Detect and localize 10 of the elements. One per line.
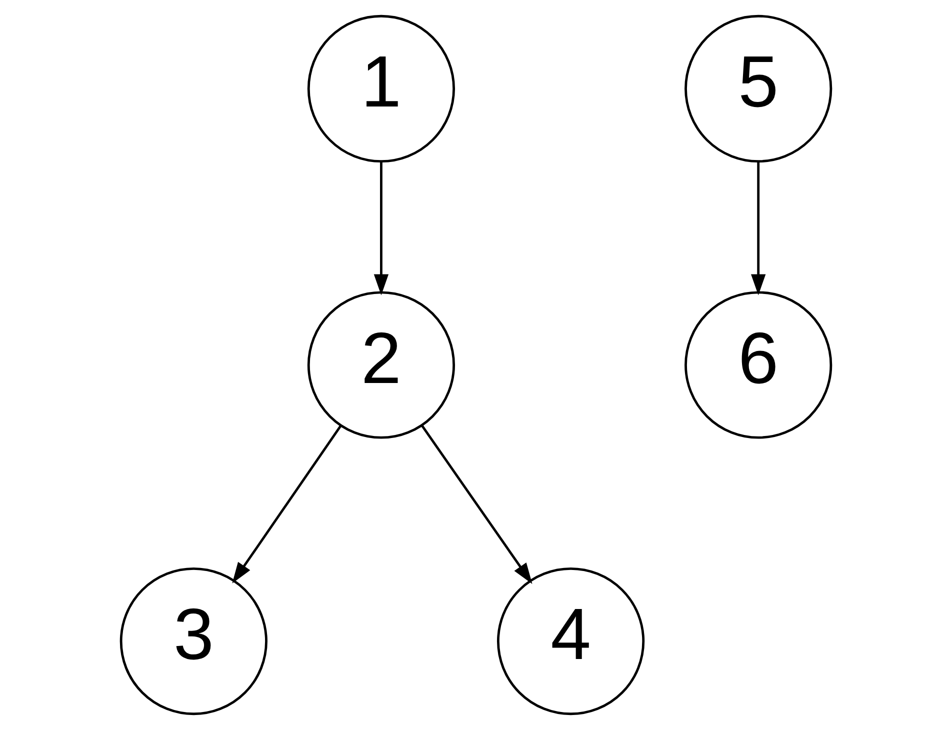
node-circle: 6 [684, 291, 832, 439]
node-circle: 5 [684, 14, 832, 163]
node-circle: 1 [306, 14, 455, 163]
node-circle: 2 [306, 291, 455, 439]
arrow [232, 425, 342, 584]
arrow [750, 162, 766, 296]
node-circle: 4 [496, 567, 644, 716]
arrow [420, 424, 532, 584]
node-circle: 3 [119, 567, 267, 716]
arrow [373, 162, 388, 296]
